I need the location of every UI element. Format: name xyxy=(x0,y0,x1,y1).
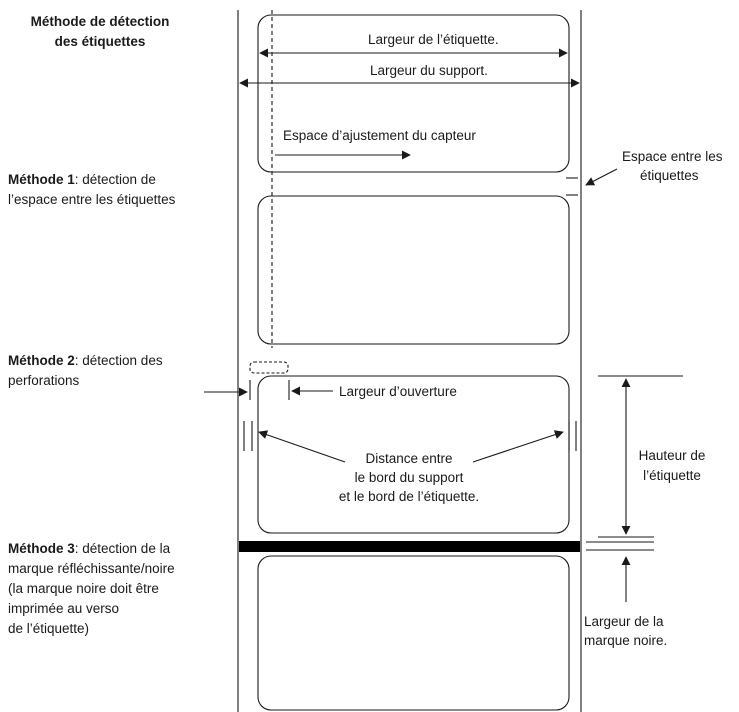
method-2-line-2: perforations xyxy=(8,373,80,388)
gap-text-line-2: étiquettes xyxy=(640,168,699,183)
distance-text-line-1: Distance entre xyxy=(365,451,452,466)
gap-text-line-1: Espace entre les xyxy=(622,149,723,164)
method-3-line-4: imprimée au verso xyxy=(8,601,119,616)
distance-text-line-3: et le bord de l’étiquette. xyxy=(339,489,479,504)
label-2 xyxy=(257,195,570,345)
title-line-1: Méthode de détection xyxy=(31,14,170,29)
title-line-2: des étiquettes xyxy=(55,34,146,49)
label-height-text-line-2: l’étiquette xyxy=(643,468,701,483)
perforation-dashed-outline xyxy=(249,361,289,374)
method-3-line-1: Méthode 3: détection de la xyxy=(8,541,171,556)
label-1 xyxy=(257,14,570,173)
method-3-line-3: (la marque noire doit être xyxy=(8,581,159,596)
method-2-line-1: Méthode 2: détection des xyxy=(8,353,163,368)
mark-width-text-line-1: Largeur de la xyxy=(584,614,664,629)
label-3 xyxy=(257,375,570,534)
distance-text-line-2: le bord du support xyxy=(355,470,464,485)
label-4 xyxy=(257,555,570,711)
method-3-line-2: marque réfléchissante/noire xyxy=(8,561,175,576)
gap-pointer-arrow xyxy=(585,168,618,186)
edge-distance-arrow-right xyxy=(472,430,564,463)
label-width-text: Largeur de l’étiquette. xyxy=(368,32,499,47)
mark-width-text-line-2: marque noire. xyxy=(584,633,667,648)
edge-distance-arrow-left xyxy=(258,430,346,463)
black-mark xyxy=(239,541,580,552)
method-3-line-5: de l’étiquette) xyxy=(8,621,89,636)
sensor-space-text: Espace d’ajustement du capteur xyxy=(283,128,476,143)
opening-width-text: Largeur d’ouverture xyxy=(339,384,457,399)
method-1-line-1: Méthode 1: détection de xyxy=(8,172,156,187)
method-1-line-2: l’espace entre les étiquettes xyxy=(8,192,176,207)
media-width-text: Largeur du support. xyxy=(370,63,488,78)
label-height-text-line-1: Hauteur de xyxy=(639,448,706,463)
